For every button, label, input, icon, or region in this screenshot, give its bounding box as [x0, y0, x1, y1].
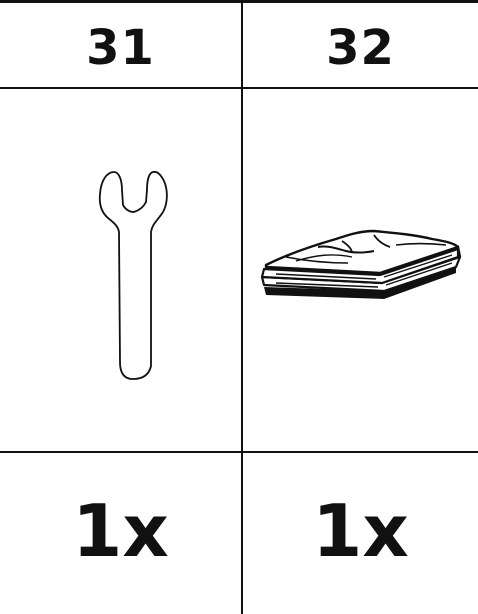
part-image-cell: [0, 88, 242, 452]
wrench-icon: [71, 150, 171, 390]
part-number-cell: 31: [0, 2, 242, 89]
part-image-row: [0, 88, 478, 452]
quantity-cell: 1x: [242, 452, 478, 614]
part-number-cell: 32: [242, 2, 478, 89]
part-number: 32: [326, 24, 395, 72]
cloth-stack-icon: [256, 225, 466, 315]
part-number: 31: [86, 24, 155, 72]
part-number-row: 31 32: [0, 2, 478, 89]
quantity: 1x: [312, 495, 409, 567]
quantity-cell: 1x: [0, 452, 242, 614]
quantity: 1x: [72, 495, 169, 567]
quantity-row: 1x 1x: [0, 452, 478, 614]
part-image-cell: [242, 88, 478, 452]
